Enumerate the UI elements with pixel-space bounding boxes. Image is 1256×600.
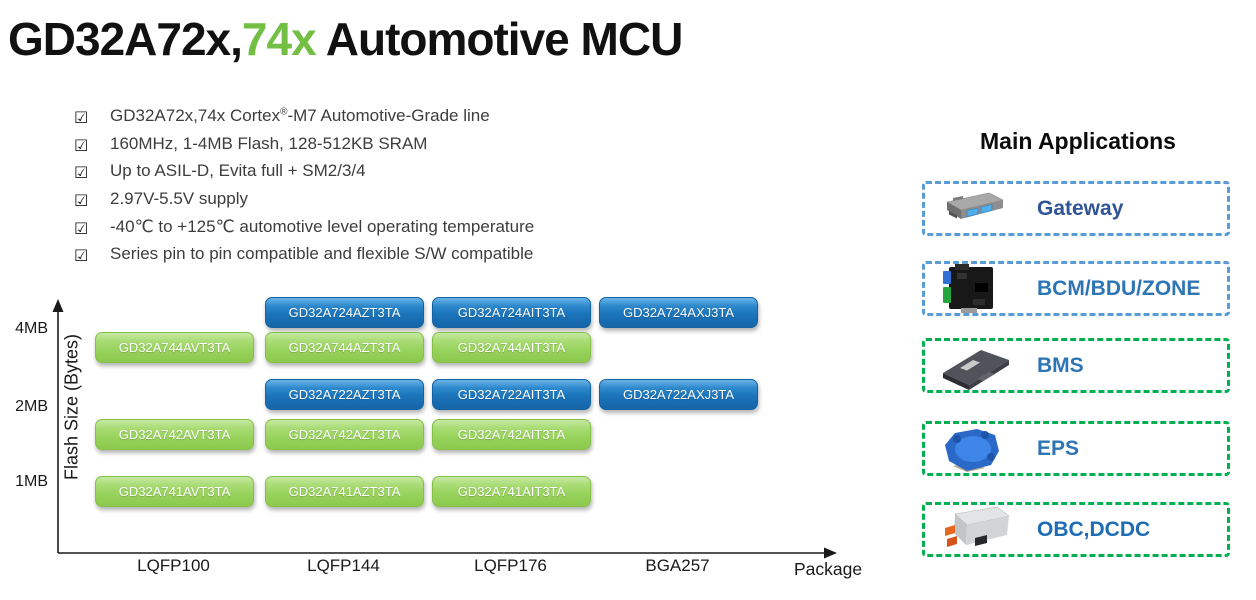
part-chip: GD32A722AZT3TA — [265, 379, 424, 410]
part-chip: GD32A724AZT3TA — [265, 297, 424, 328]
part-chip: GD32A744AIT3TA — [432, 332, 591, 363]
checkbox-icon: ☑ — [74, 135, 89, 155]
checkbox-icon: ☑ — [74, 191, 89, 211]
title-part-black2: Automotive MCU — [315, 13, 684, 65]
application-label: BCM/BDU/ZONE — [1037, 276, 1201, 300]
part-chip: GD32A722AIT3TA — [432, 379, 591, 410]
feature-text: GD32A72x,74x Cortex®-M7 Automotive-Grade… — [110, 106, 490, 125]
feature-item: ☑ Series pin to pin compatible and flexib… — [74, 244, 534, 272]
feature-text: 160MHz, 1-4MB Flash, 128-512KB SRAM — [110, 133, 428, 153]
application-label: EPS — [1037, 436, 1080, 460]
feature-item: ☑ -40℃ to +125℃ automotive level operatin… — [74, 217, 534, 245]
checkbox-icon: ☑ — [74, 163, 89, 183]
bms-device-image — [933, 340, 1017, 392]
part-chip: GD32A741AIT3TA — [432, 476, 591, 507]
feature-text: -40℃ to +125℃ automotive level operating… — [110, 216, 535, 236]
part-chip: GD32A724AIT3TA — [432, 297, 591, 328]
application-item: EPS — [922, 421, 1230, 476]
x-axis-category: LQFP176 — [474, 556, 547, 575]
part-chip: GD32A724AXJ3TA — [599, 297, 758, 328]
x-axis-category: BGA257 — [645, 556, 710, 575]
part-chip: GD32A744AZT3TA — [265, 332, 424, 363]
chart-axes — [52, 299, 837, 559]
y-axis-arrow-icon — [52, 299, 64, 312]
x-axis-arrow-icon — [824, 547, 837, 559]
feature-item: ☑ GD32A72x,74x Cortex®-M7 Automotive-Grad… — [74, 106, 534, 134]
page-title: GD32A72x,74x Automotive MCU — [8, 12, 684, 66]
title-part-black1: GD32A72x, — [8, 13, 243, 65]
application-item: OBC,DCDC — [922, 502, 1230, 557]
part-chip: GD32A742AVT3TA — [95, 419, 254, 450]
feature-item: ☑ 160MHz, 1-4MB Flash, 128-512KB SRAM — [74, 134, 534, 162]
feature-list: ☑ GD32A72x,74x Cortex®-M7 Automotive-Grad… — [74, 106, 534, 272]
bcm-device-image — [933, 263, 1017, 315]
part-chip: GD32A741AVT3TA — [95, 476, 254, 507]
part-chip: GD32A742AIT3TA — [432, 419, 591, 450]
y-tick-label: 1MB — [15, 473, 48, 490]
applications-title: Main Applications — [980, 128, 1176, 154]
application-label: BMS — [1037, 353, 1084, 377]
application-item: BMS — [922, 338, 1230, 393]
eps-device-image — [933, 423, 1017, 475]
part-chip: GD32A742AZT3TA — [265, 419, 424, 450]
application-item: BCM/BDU/ZONE — [922, 261, 1230, 316]
checkbox-icon: ☑ — [74, 108, 89, 127]
y-axis-label: Flash Size (Bytes) — [61, 333, 82, 481]
obc-device-image — [933, 504, 1017, 556]
feature-item: ☑ Up to ASIL-D, Evita full + SM2/3/4 — [74, 161, 534, 189]
feature-text: Up to ASIL-D, Evita full + SM2/3/4 — [110, 161, 366, 181]
checkbox-icon: ☑ — [74, 218, 89, 238]
part-number-chart: Flash Size (Bytes) Package GD32A724AZT3T… — [15, 297, 863, 579]
part-chip: GD32A722AXJ3TA — [599, 379, 758, 410]
gateway-device-image — [933, 183, 1017, 235]
x-axis-label: Package — [794, 559, 863, 579]
application-label: OBC,DCDC — [1037, 517, 1151, 541]
x-axis-category: LQFP144 — [307, 556, 380, 575]
x-axis-category: LQFP100 — [137, 556, 210, 575]
title-part-green: 74x — [241, 13, 317, 65]
part-chip: GD32A741AZT3TA — [265, 476, 424, 507]
y-tick-label: 2MB — [15, 398, 48, 415]
y-tick-label: 4MB — [15, 320, 48, 337]
application-item: Gateway — [922, 181, 1230, 236]
application-label: Gateway — [1037, 196, 1124, 220]
part-chip: GD32A744AVT3TA — [95, 332, 254, 363]
checkbox-icon: ☑ — [74, 246, 89, 266]
feature-item: ☑ 2.97V-5.5V supply — [74, 189, 534, 217]
feature-text: Series pin to pin compatible and flexibl… — [110, 244, 534, 264]
feature-text: 2.97V-5.5V supply — [110, 189, 248, 209]
